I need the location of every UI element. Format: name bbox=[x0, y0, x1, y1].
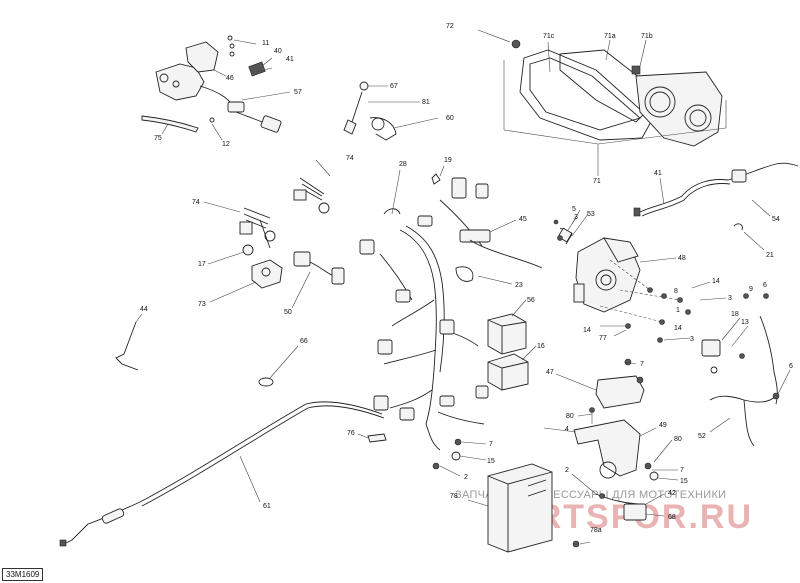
controller-bracket-assembly bbox=[553, 209, 727, 343]
callout-53: 53 bbox=[587, 211, 595, 218]
callout-19: 19 bbox=[444, 157, 452, 164]
callout-45: 45 bbox=[519, 216, 527, 223]
callout-52: 52 bbox=[698, 433, 706, 440]
callout-42: 42 bbox=[668, 490, 676, 497]
callout-68: 68 bbox=[668, 514, 676, 521]
extension-harness bbox=[59, 401, 385, 547]
callout-labels: 11 40 41 46 57 75 12 72 71c 71a 71b 71 6… bbox=[140, 23, 793, 534]
callout-12: 12 bbox=[222, 141, 230, 148]
callout-49: 49 bbox=[659, 422, 667, 429]
callout-2-center: 2 bbox=[464, 474, 468, 481]
callout-78: 78 bbox=[450, 493, 458, 500]
callout-66: 66 bbox=[300, 338, 308, 345]
callout-21: 21 bbox=[766, 252, 774, 259]
callout-2-right: 2 bbox=[565, 467, 569, 474]
callout-7-right: 7 bbox=[680, 467, 684, 474]
callout-13: 13 bbox=[741, 319, 749, 326]
callout-3-upper: 3 bbox=[574, 214, 578, 221]
callout-3-lower: 3 bbox=[690, 336, 694, 343]
sensor-assembly bbox=[343, 81, 439, 141]
callout-7-center: 7 bbox=[489, 441, 493, 448]
callout-4: 4 bbox=[565, 426, 569, 433]
callout-23: 23 bbox=[515, 282, 523, 289]
callout-47: 47 bbox=[546, 369, 554, 376]
callout-6-lower: 6 bbox=[789, 363, 793, 370]
callout-78a: 78a bbox=[590, 527, 602, 534]
cable-clip bbox=[357, 433, 387, 443]
battery-box bbox=[467, 463, 591, 553]
lanyard-key-assembly bbox=[203, 159, 345, 309]
relay-fuse-boxes bbox=[487, 299, 537, 391]
callout-56: 56 bbox=[527, 297, 535, 304]
ground-lead bbox=[115, 313, 143, 371]
callout-50: 50 bbox=[284, 309, 292, 316]
gauge-harness bbox=[633, 162, 799, 251]
callout-41-harness: 41 bbox=[654, 170, 662, 177]
callout-71a: 71a bbox=[604, 33, 616, 40]
ecu-bracket-assembly bbox=[543, 358, 679, 521]
callout-77: 77 bbox=[599, 335, 607, 342]
callout-17: 17 bbox=[198, 261, 206, 268]
callout-8: 8 bbox=[674, 288, 678, 295]
callout-5: 5 bbox=[572, 206, 576, 213]
callout-14-right: 14 bbox=[712, 278, 720, 285]
callout-11: 11 bbox=[262, 40, 269, 47]
callout-72: 72 bbox=[446, 23, 454, 30]
callout-44: 44 bbox=[140, 306, 148, 313]
callout-67: 67 bbox=[390, 83, 398, 90]
main-wiring-harness bbox=[359, 165, 543, 451]
right-cable-assembly bbox=[701, 293, 791, 447]
callout-74-lower: 74 bbox=[192, 199, 200, 206]
callout-1: 1 bbox=[676, 307, 680, 314]
callout-57: 57 bbox=[294, 89, 302, 96]
callout-75: 75 bbox=[154, 135, 162, 142]
callout-6-upper: 6 bbox=[763, 282, 767, 289]
callout-60: 60 bbox=[446, 115, 454, 122]
grommet bbox=[258, 345, 299, 387]
callout-81: 81 bbox=[422, 99, 430, 106]
fastener-set-center bbox=[432, 438, 487, 477]
callout-74-upper: 74 bbox=[346, 155, 354, 162]
callout-76: 76 bbox=[347, 430, 355, 437]
callout-14-left: 14 bbox=[583, 327, 591, 334]
callout-41: 41 bbox=[286, 56, 294, 63]
callout-16: 16 bbox=[537, 343, 545, 350]
callout-40: 40 bbox=[274, 48, 282, 55]
gauge-cluster-assembly bbox=[477, 29, 727, 176]
callout-46: 46 bbox=[226, 75, 234, 82]
callout-54: 54 bbox=[772, 216, 780, 223]
callout-18: 18 bbox=[731, 311, 739, 318]
callout-61: 61 bbox=[263, 503, 271, 510]
callout-80-lower: 80 bbox=[674, 436, 682, 443]
callout-9: 9 bbox=[749, 286, 753, 293]
callout-15-center: 15 bbox=[487, 458, 495, 465]
callout-80-upper: 80 bbox=[566, 413, 574, 420]
callout-71c: 71c bbox=[543, 33, 555, 40]
callout-71: 71 bbox=[593, 178, 601, 185]
callout-15-right: 15 bbox=[680, 478, 688, 485]
callout-71b: 71b bbox=[641, 33, 653, 40]
callout-73: 73 bbox=[198, 301, 206, 308]
callout-7-upper: 7 bbox=[640, 361, 644, 368]
handlebar-switch-assembly bbox=[141, 35, 291, 141]
figure-code-label: 33M1609 bbox=[2, 568, 44, 581]
callout-14-mid: 14 bbox=[674, 325, 682, 332]
callout-3-right: 3 bbox=[728, 295, 732, 302]
callout-28: 28 bbox=[399, 161, 407, 168]
callout-48: 48 bbox=[678, 255, 686, 262]
